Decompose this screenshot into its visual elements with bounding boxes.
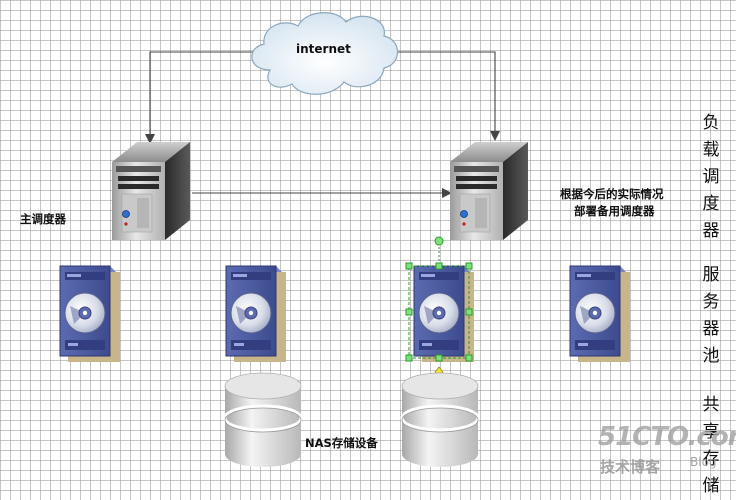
pool-server-4-icon	[569, 265, 631, 363]
internet-cloud-icon	[251, 12, 399, 95]
internet-label: internet	[296, 42, 351, 56]
backup-scheduler-server-icon	[449, 141, 529, 241]
backup-note-line1: 根据今后的实际情况	[560, 187, 664, 201]
side-label-load-scheduler: 负载调度器	[702, 113, 720, 241]
internet-to-primary-line	[145, 51, 254, 144]
watermark-name: 技术博客	[600, 458, 661, 476]
pool-server-3-icon	[413, 265, 475, 363]
nas-storage-label: NAS存储设备	[305, 436, 378, 450]
watermark-site: 51CTO.com	[598, 422, 736, 452]
primary-scheduler-server-icon	[111, 141, 191, 241]
pool-server-1-icon	[59, 265, 121, 363]
primary-scheduler-label: 主调度器	[20, 212, 66, 226]
pool-server-2-icon	[225, 265, 287, 363]
connector-lines	[145, 51, 500, 198]
nas-disk-1-icon	[223, 371, 303, 469]
side-label-server-pool: 服务器池	[702, 265, 720, 366]
watermark-blog: Blog	[690, 455, 717, 469]
internet-to-backup-line	[392, 51, 500, 141]
backup-note-line2: 部署备用调度器	[574, 204, 655, 218]
nas-disk-2-icon	[400, 371, 480, 469]
